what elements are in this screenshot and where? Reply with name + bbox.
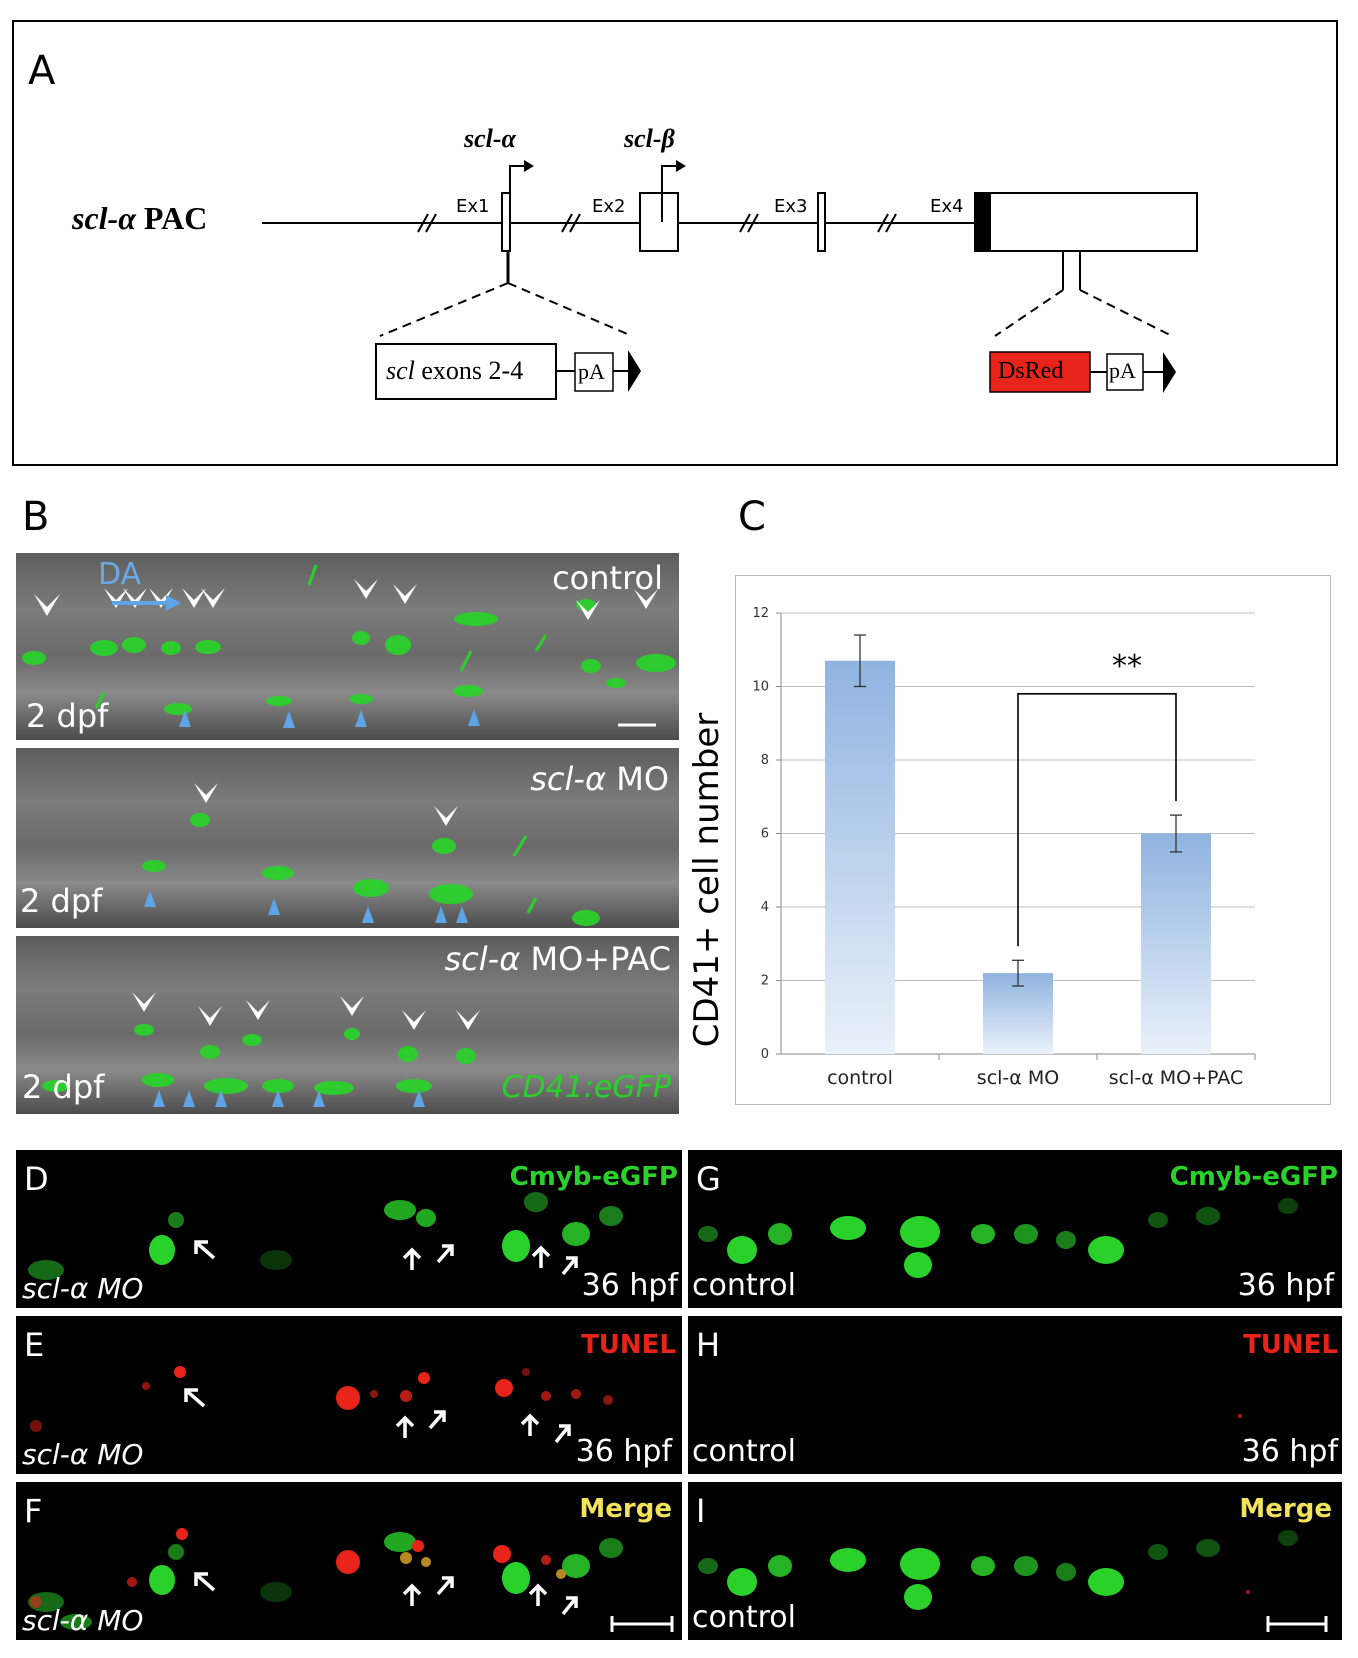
y-axis-label: CD41+ cell number [687, 712, 727, 1048]
panel-e-stage: 36 hpf [575, 1434, 672, 1469]
promoter-alpha-arrow [509, 165, 524, 193]
cells-b-mo-pac [42, 992, 480, 1107]
micrograph-e: E TUNEL scl-α MO 36 hpf [16, 1316, 682, 1474]
panel-b-letter: B [22, 494, 50, 540]
break-marks [417, 213, 897, 233]
cells-f [28, 1528, 674, 1632]
cells-b-mo [142, 783, 600, 926]
y-tick-label: 0 [761, 1047, 769, 1062]
x-tick-label: scl-α MO+PAC [1109, 1067, 1243, 1089]
panel-h-condition: control [692, 1434, 796, 1469]
exon4-box [974, 192, 1198, 252]
y-tick-label: 10 [752, 680, 769, 695]
x-tick-label: control [827, 1067, 893, 1089]
micrograph-g: G Cmyb-eGFP control 36 hpf [688, 1150, 1342, 1308]
promoter-beta-label: scl-β [624, 124, 675, 153]
bar [1141, 833, 1211, 1054]
panel-g-channel: Cmyb-eGFP [1169, 1162, 1338, 1192]
panel-c-letter: C [738, 494, 766, 540]
micrograph-b-control: DA control 2 dpf [16, 553, 679, 740]
panel-h-channel: TUNEL [1243, 1330, 1338, 1360]
insert2-label: DsRed [998, 358, 1064, 384]
significance-bracket [1017, 693, 1177, 947]
y-tick-label: 6 [761, 827, 769, 842]
b-mo-condition: scl-α MO [530, 760, 669, 798]
panel-i-condition: control [692, 1600, 796, 1635]
cells-d [28, 1192, 623, 1280]
panel-h-letter: H [696, 1326, 721, 1364]
gene-construct-diagram [262, 160, 1198, 400]
insert2-terminator [1163, 352, 1176, 393]
cells-g [698, 1198, 1298, 1278]
exon1-label: Ex1 [456, 196, 490, 217]
insert1-terminator [628, 350, 641, 392]
micrograph-b-mo: scl-α MO 2 dpf [16, 748, 679, 928]
micrograph-i: I Merge control [688, 1482, 1342, 1640]
micrograph-b-mo-pac: scl-α MO+PAC 2 dpf CD41:eGFP [16, 936, 679, 1114]
bar-chart: 0 2 4 6 8 10 12 control scl-α MO scl-α MO+PAC ** [752, 606, 1256, 1089]
panel-f-channel: Merge [579, 1494, 672, 1524]
insert-scl-exons-box [375, 343, 557, 400]
b-mo-stage: 2 dpf [20, 882, 103, 920]
cells-i [698, 1530, 1328, 1632]
exon3-label: Ex3 [774, 196, 808, 217]
y-tick-label: 12 [752, 606, 769, 621]
insert1-label: scl exons 2-4 [386, 356, 524, 385]
bar [825, 660, 895, 1054]
exon3-box [817, 192, 826, 252]
exon4-coding-start [975, 193, 991, 251]
construct-name: scl-α PAC [72, 200, 208, 236]
y-tick-label: 4 [761, 900, 769, 915]
b-control-condition: control [552, 559, 663, 597]
panel-d-condition: scl-α MO [22, 1272, 144, 1305]
panel-e-channel: TUNEL [581, 1330, 676, 1360]
panel-d-letter: D [24, 1160, 49, 1198]
exon2-box [639, 192, 679, 252]
insert2-pa-label: pA [1109, 358, 1136, 383]
panel-e-condition: scl-α MO [22, 1438, 144, 1471]
panel-a-frame [12, 20, 1338, 466]
panel-f-condition: scl-α MO [22, 1604, 144, 1637]
micrograph-h: H TUNEL control 36 hpf [688, 1316, 1342, 1474]
da-label: DA [98, 557, 142, 592]
panel-d-channel: Cmyb-eGFP [509, 1162, 678, 1192]
panel-i-letter: I [696, 1492, 706, 1530]
b-mo-pac-stage: 2 dpf [22, 1068, 105, 1106]
reporter-label: CD41:eGFP [501, 1070, 671, 1105]
b-control-stage: 2 dpf [26, 697, 109, 735]
panel-h-stage: 36 hpf [1241, 1434, 1338, 1469]
panel-d-stage: 36 hpf [581, 1268, 678, 1303]
micrograph-d: D Cmyb-eGFP scl-α MO 36 hpf [16, 1150, 682, 1308]
y-tick-label: 8 [761, 753, 769, 768]
y-tick-label: 2 [761, 974, 769, 989]
x-tick-label: scl-α MO [977, 1067, 1059, 1089]
panel-g-condition: control [692, 1268, 796, 1303]
insert1-pa-label: pA [578, 359, 605, 384]
significance-label: ** [1112, 649, 1142, 684]
cells-e [30, 1366, 613, 1444]
panel-a-letter: A [28, 48, 56, 94]
panel-g-stage: 36 hpf [1237, 1268, 1334, 1303]
insert1-pa-box [574, 352, 614, 392]
promoter-beta-arrow [661, 165, 676, 222]
micrograph-f: F Merge scl-α MO [16, 1482, 682, 1640]
cells-h [1238, 1414, 1242, 1418]
panel-i-channel: Merge [1239, 1494, 1332, 1524]
promoter-alpha-label: scl-α [464, 124, 516, 153]
insert-dsred-box [989, 351, 1091, 393]
panel-f-letter: F [24, 1492, 43, 1530]
chart-frame [735, 575, 1331, 1105]
exon4-label: Ex4 [930, 196, 964, 217]
cells-b-control [22, 564, 676, 728]
exon2-label: Ex2 [592, 196, 626, 217]
exon1-box [501, 192, 511, 252]
b-mo-pac-condition: scl-α MO+PAC [444, 940, 672, 978]
panel-e-letter: E [24, 1326, 45, 1364]
panel-g-letter: G [696, 1160, 721, 1198]
